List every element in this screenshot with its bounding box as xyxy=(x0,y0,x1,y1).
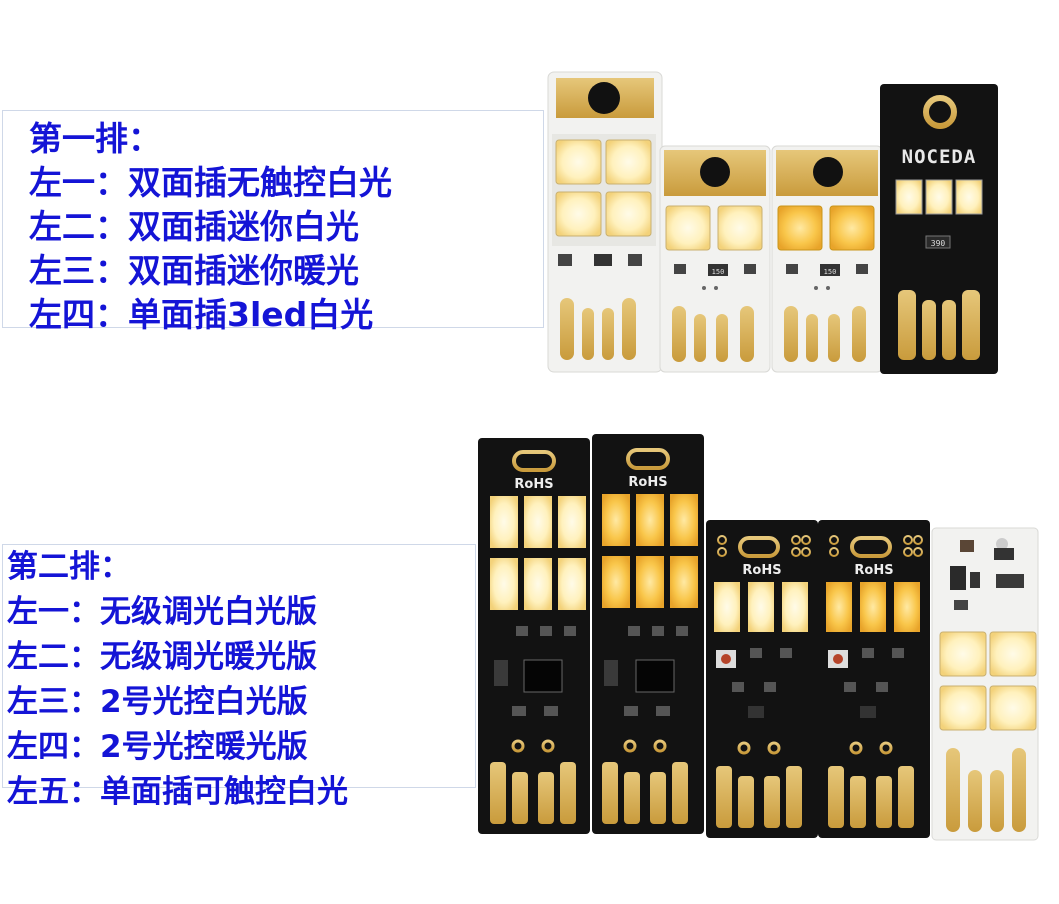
row1-item-4: 左四：单面插3led白光 xyxy=(29,295,374,334)
row2-heading: 第二排： xyxy=(7,549,131,585)
board-row1-4: NOCEDA 390 xyxy=(880,84,998,374)
rohs-label-1: RoHS xyxy=(514,477,553,492)
row1-heading: 第一排： xyxy=(29,119,161,158)
board-row2-4: RoHS xyxy=(818,520,930,838)
board-row1-1 xyxy=(547,71,663,373)
resistor-label-mini-warm: 150 xyxy=(824,268,837,276)
row1-item-2: 左二：双面插迷你白光 xyxy=(29,207,359,246)
board-row2-5 xyxy=(931,527,1039,841)
rohs-label-3: RoHS xyxy=(742,563,781,578)
resistor-label-mini: 150 xyxy=(712,268,725,276)
board-row2-2: RoHS xyxy=(592,434,704,834)
row1-caption: 第一排： 左一：双面插无触控白光 左二：双面插迷你白光 左三：双面插迷你暖光 左… xyxy=(2,110,544,334)
row2-item-5: 左五：单面插可触控白光 xyxy=(7,774,348,810)
resistor-label-3led: 390 xyxy=(931,239,946,248)
rohs-label-2: RoHS xyxy=(628,475,667,490)
board-row1-2: 150 xyxy=(659,145,771,373)
row2-caption: 第二排： 左一：无级调光白光版 左二：无级调光暖光版 左三：2号光控白光版 左四… xyxy=(2,544,476,810)
board-row1-3: 150 xyxy=(771,145,883,373)
brand-label: NOCEDA xyxy=(902,146,977,168)
row2-item-3: 左三：2号光控白光版 xyxy=(7,684,308,720)
row1-item-1: 左一：双面插无触控白光 xyxy=(29,163,392,202)
row2-item-4: 左四：2号光控暖光版 xyxy=(7,729,308,765)
board-row2-3: RoHS xyxy=(706,520,818,838)
row1-item-3: 左三：双面插迷你暖光 xyxy=(29,251,359,290)
row2-item-1: 左一：无级调光白光版 xyxy=(7,594,317,630)
row2-item-2: 左二：无级调光暖光版 xyxy=(7,639,317,675)
board-row2-1: RoHS xyxy=(478,438,590,834)
rohs-label-4: RoHS xyxy=(854,563,893,578)
